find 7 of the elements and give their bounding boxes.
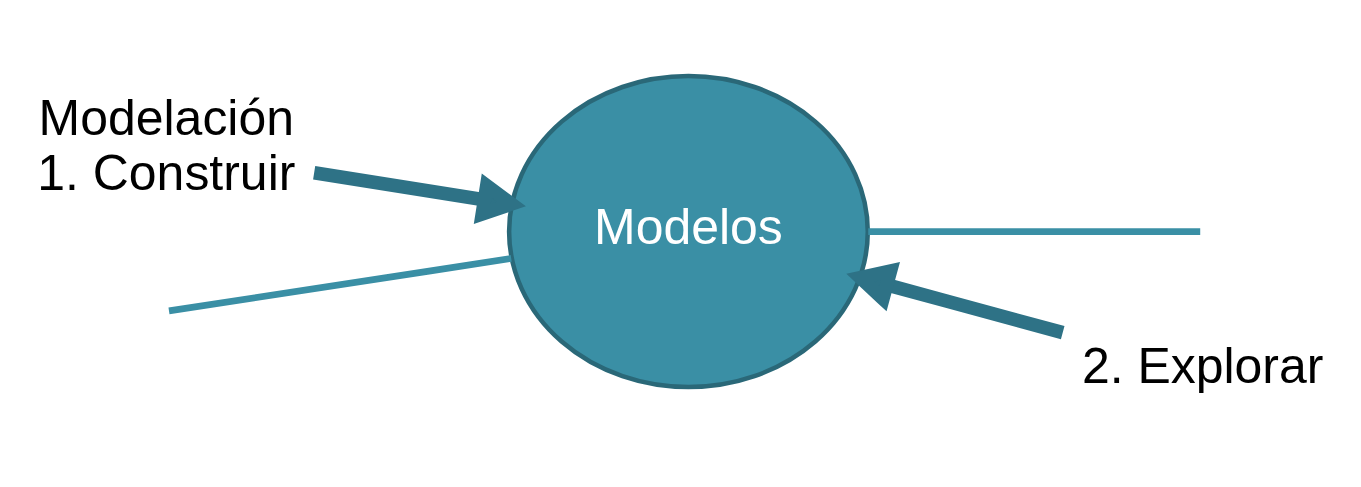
node-ellipse: Modelos bbox=[506, 73, 871, 390]
connector bbox=[868, 228, 1201, 235]
arrow bbox=[846, 261, 1065, 340]
node-text: 2. Explorar bbox=[1081, 337, 1324, 394]
node-text: Modelación 1. Construir bbox=[37, 90, 296, 201]
arrow bbox=[313, 166, 526, 224]
connector bbox=[168, 255, 512, 315]
